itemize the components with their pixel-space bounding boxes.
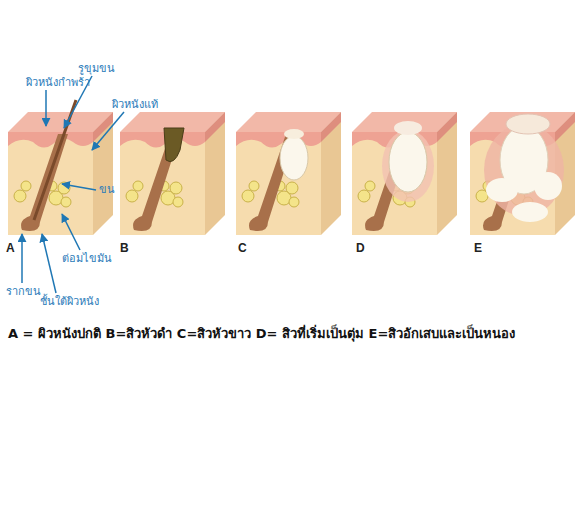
stage-letter: C [238,241,247,255]
part-label: ต่อมไขมัน [62,252,112,265]
skin-block [8,112,113,235]
part-label: ชั้นใต้ผิวหนัง [40,295,99,308]
skin-block [120,112,225,235]
raised-bump [394,121,422,135]
whitehead-bulb [280,136,308,180]
pus [512,202,548,222]
blackhead-plug [164,128,184,162]
part-label: รากขน [6,285,41,298]
part-label: ขน [99,183,115,196]
pus [534,172,562,200]
inflammation [382,130,434,202]
raised-bump [506,114,550,134]
caption: A = ผิวหนังปกติ B=สิวหัวดำ C=สิวหัวขาว D… [8,326,574,343]
inflammation [484,124,564,216]
leader-line [62,214,80,250]
pus [486,178,518,202]
leader-line [45,90,47,126]
skin-block [236,112,341,235]
leader-lines [22,76,124,293]
stage-letter: B [120,241,129,255]
stage-e [470,112,575,235]
stage-c [236,112,341,235]
skin-block [470,112,575,235]
leader-line [21,234,23,283]
leader-line [92,112,124,150]
stage-a [8,100,113,235]
part-label: ผิวหนังกำพร้า [26,76,90,89]
stage-letter: A [6,241,15,255]
stage-d [352,112,457,235]
pustule-bulb [389,132,427,192]
skin-block [352,112,457,235]
stage-b [120,112,225,235]
stage-letter: E [474,241,482,255]
leader-line [62,184,96,190]
part-label: ผิวหนังแท้ [112,98,158,111]
leader-line [42,234,56,293]
whitehead-top [284,129,304,139]
stage-letter: D [356,241,365,255]
part-label: รูขุมขน [78,62,115,75]
